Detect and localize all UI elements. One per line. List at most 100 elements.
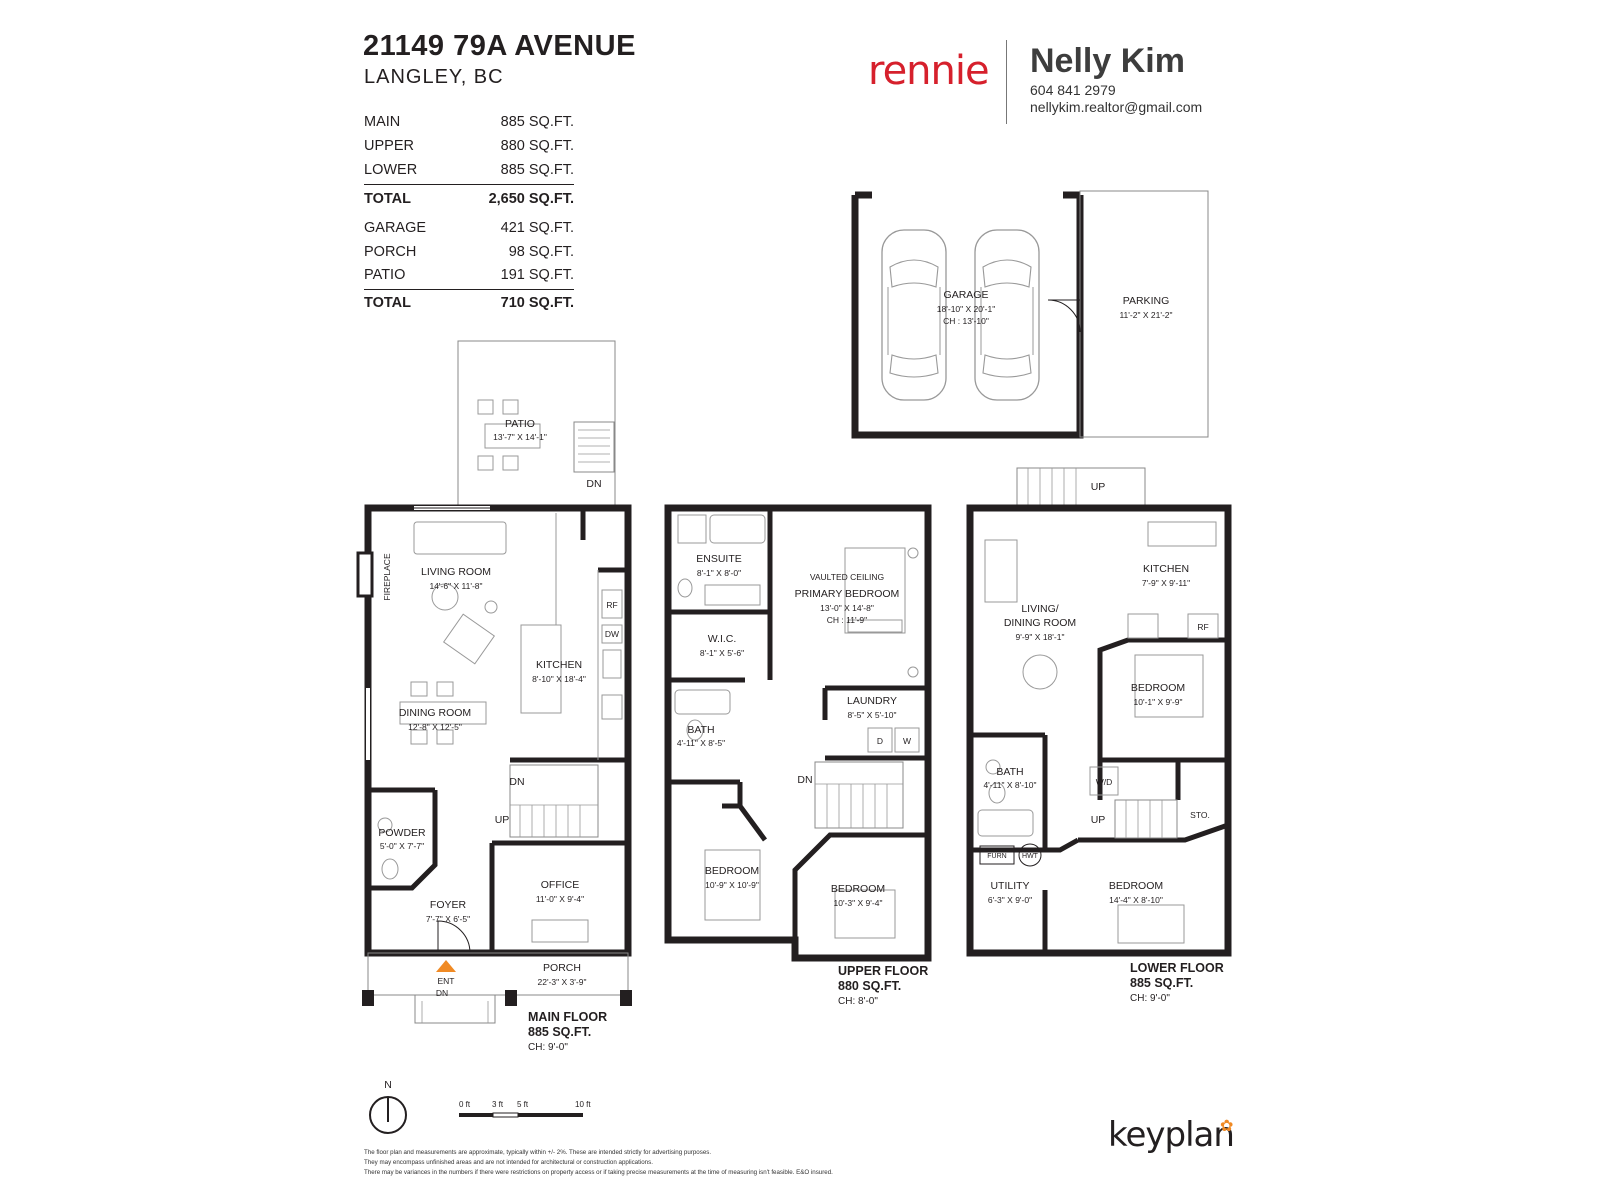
upper-interior-walls	[665, 508, 928, 940]
area-label: TOTAL	[364, 295, 411, 311]
foyer-dim: 7'-7" X 6'-5"	[426, 914, 470, 924]
bath-sink	[985, 759, 1001, 775]
utility-dim: 6'-3" X 9'-0"	[988, 895, 1032, 905]
scale-10: 10 ft	[575, 1100, 591, 1109]
refrigerator	[1187, 613, 1219, 639]
area-label: UPPER	[364, 138, 414, 154]
bedroom-label: BEDROOM	[831, 883, 885, 895]
kitchen-island	[520, 624, 562, 714]
refrigerator	[601, 589, 623, 619]
area-row-total-other: TOTAL 710 SQ.FT.	[364, 295, 574, 315]
vaulted-ceiling-label: VAULTED CEILING	[810, 572, 884, 582]
disclaimer-line: They may encompass unfinished areas and …	[364, 1159, 653, 1166]
area-value: 2,650 SQ.FT.	[488, 191, 574, 207]
lower-floor-ch: CH: 9'-0"	[1130, 993, 1170, 1004]
dn-label: DN	[586, 478, 601, 490]
lower-exterior-walls	[966, 504, 1232, 957]
area-value: 98 SQ.FT.	[508, 244, 574, 260]
area-value: 191 SQ.FT.	[500, 267, 574, 283]
porch-post	[620, 990, 632, 1006]
furnace	[979, 845, 1015, 865]
vanity	[704, 584, 761, 606]
lower-kitchen-dim: 7'-9" X 9'-11"	[1142, 578, 1190, 588]
bedroom-bed	[704, 849, 761, 921]
foyer-label: FOYER	[430, 899, 467, 911]
bedroom-label: BEDROOM	[705, 865, 759, 877]
parking-dim: 11'-2" X 21'-2"	[1119, 310, 1172, 320]
area-value: 885 SQ.FT.	[500, 162, 574, 178]
toilet	[677, 578, 693, 598]
area-row-patio: PATIO 191 SQ.FT.	[364, 267, 574, 287]
area-label: LOWER	[364, 162, 418, 178]
lower-up-label: UP	[1091, 814, 1106, 826]
washer-label: W	[903, 736, 911, 746]
main-stairs	[509, 764, 599, 838]
stove	[1127, 613, 1159, 639]
upper-floor-ch: CH: 8'-0"	[838, 996, 878, 1007]
toilet	[381, 858, 399, 880]
bedroom-bed	[834, 889, 896, 939]
area-row-porch: PORCH 98 SQ.FT.	[364, 244, 574, 264]
door-swing	[1047, 299, 1081, 333]
area-label: PATIO	[364, 267, 406, 283]
area-label: MAIN	[364, 114, 401, 130]
washer	[894, 727, 920, 753]
table-divider	[364, 289, 574, 290]
upper-floor-area: 880 SQ.FT.	[838, 979, 901, 993]
bath-label: BATH	[687, 724, 714, 736]
bathtub	[709, 514, 766, 544]
lower-bath-dim: 4'-11" X 8'-10"	[983, 780, 1036, 790]
main-interior-walls	[368, 508, 628, 953]
bedroom-dim: 10'-3" X 9'-4"	[834, 898, 883, 908]
dining-room-label: DINING ROOM	[399, 707, 471, 719]
living-room-dim: 14'-6" X 11'-8"	[429, 581, 482, 591]
toilet	[686, 719, 704, 741]
porch-steps	[414, 995, 496, 1024]
porch-post	[362, 990, 374, 1006]
lower-floor-plan: UP RF W/D UP	[966, 467, 1232, 1004]
kitchen-counter	[1147, 521, 1217, 547]
agent-name: Nelly Kim	[1030, 42, 1185, 80]
lower-bath-label: BATH	[996, 766, 1023, 778]
powder-dim: 5'-0" X 7'-7"	[380, 841, 424, 851]
patio-stairs	[573, 421, 615, 473]
area-label: PORCH	[364, 244, 417, 260]
dryer	[867, 727, 893, 753]
table-divider	[364, 184, 574, 185]
garage-label: GARAGE	[944, 289, 989, 301]
upper-dn-label: DN	[797, 774, 812, 786]
upper-floor-plan: D W DN ENSUITE 8'-1" X 8'-0" VAULTED CEI…	[664, 504, 932, 1007]
area-value: 710 SQ.FT.	[500, 295, 574, 311]
rf-label: RF	[606, 600, 617, 610]
lower-floor-area: 885 SQ.FT.	[1130, 976, 1193, 990]
storage-label: STO.	[1190, 810, 1210, 820]
living-room-label: LIVING ROOM	[421, 566, 491, 578]
porch-label: PORCH	[543, 962, 581, 974]
main-floor-title: MAIN FLOOR	[528, 1010, 607, 1024]
patio-chairs	[477, 399, 519, 471]
lower-interior-walls	[970, 637, 1229, 953]
laundry-label: LAUNDRY	[847, 695, 897, 707]
scale-5: 5 ft	[517, 1100, 529, 1109]
wic-dim: 8'-1" X 5'-6"	[700, 648, 744, 658]
lower-bedroom-dim: 10'-1" X 9'-9"	[1134, 697, 1183, 707]
porch-dim: 22'-3" X 3'-9"	[538, 977, 587, 987]
ensuite-dim: 8'-1" X 8'-0"	[697, 568, 741, 578]
area-value: 421 SQ.FT.	[500, 220, 574, 236]
bathtub	[977, 809, 1034, 837]
bath-dim: 4'-11" X 8'-5"	[677, 738, 725, 748]
dishwasher	[601, 624, 623, 644]
dining-table	[1022, 654, 1058, 690]
dryer-label: D	[877, 736, 883, 746]
hot-water-tank	[1018, 843, 1042, 867]
kitchen-label: KITCHEN	[536, 659, 582, 671]
bedroom-bed	[1117, 904, 1185, 944]
office-desk	[531, 919, 589, 943]
bedroom-dim: 10'-9" X 10'-9"	[705, 880, 759, 890]
lower-bedroom-dim: 14'-4" X 8'-10"	[1109, 895, 1163, 905]
up-stair-label: UP	[495, 814, 510, 826]
brand-divider	[1006, 40, 1007, 124]
